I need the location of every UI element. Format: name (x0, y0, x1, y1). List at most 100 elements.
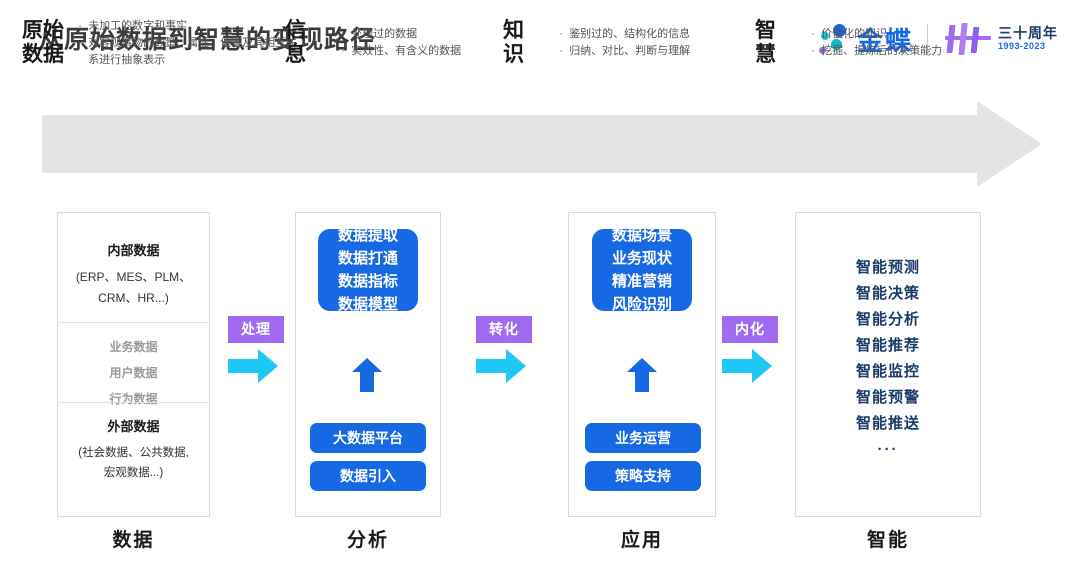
stage-bullets: ·处理过的数据 ·实效性、有含义的数据 (341, 26, 461, 60)
application-box-line: 数据场景 (611, 227, 672, 244)
bullet-dot-icon: · (559, 28, 563, 40)
analysis-main-box: 数据提取 数据打通 数据指标 数据模型 (318, 227, 418, 313)
column-data-content: 内部数据 (ERP、MES、PLM、 CRM、HR...) 业务数据 用户数据 … (57, 212, 210, 517)
stage-name: 知 识 (503, 19, 524, 66)
application-pill-operations: 业务运营 (585, 423, 701, 453)
page-title: 从原始数据到智慧的变现路径 (38, 26, 377, 54)
stage-bullets: ·价值化的知识 ·挖掘、提炼后的决策能力 (811, 26, 942, 60)
application-up-arrow-icon (627, 358, 657, 392)
bullet-item: ·鉴别过的、结构化的信息 (559, 26, 690, 43)
anniv-bar-h-icon (945, 36, 991, 40)
internal-data-sub-line1: (ERP、MES、PLM、 (75, 270, 192, 284)
application-box-line: 精准营销 (611, 273, 672, 290)
analysis-pill-ingest: 数据引入 (310, 461, 426, 491)
analysis-pill-platform: 大数据平台 (310, 423, 426, 453)
brand-divider (927, 24, 928, 54)
anniversary-years: 1993-2023 (998, 41, 1046, 51)
bullet-item: ·未加工的数字和事实 (78, 18, 303, 35)
internal-data-heading: 内部数据 (107, 243, 160, 258)
bullet-dot-icon: · (78, 19, 82, 32)
intelligence-capability-list: 智能预测 智能决策 智能分析 智能推荐 智能监控 智能预警 智能推送 ··· (795, 255, 981, 463)
bullet-dot-icon: · (811, 45, 815, 57)
stage-name: 智 慧 (755, 19, 776, 66)
analysis-box-line: 数据指标 (337, 273, 398, 290)
intelligence-ellipsis: ··· (877, 441, 899, 458)
banner-stage-raw-data: 原始 数据 ·未加工的数字和事实 ·对客观事物的数量、属性、位置及其相互关系进行… (22, 14, 303, 72)
anniversary-mark-icon (942, 22, 994, 56)
kingdee-dots-icon (817, 22, 853, 56)
data-type-item: 用户数据 (109, 366, 158, 380)
dot-teal-icon (830, 39, 842, 50)
external-data-heading: 外部数据 (107, 419, 160, 434)
bullet-dot-icon: · (559, 45, 563, 57)
connector-process: 处理 (228, 316, 284, 383)
bullet-item: ·实效性、有含义的数据 (341, 43, 461, 60)
anniversary-badge: 三十周年 1993-2023 (942, 22, 1058, 56)
application-pill-strategy: 策略支持 (585, 461, 701, 491)
footer-label-intelligence: 智能 (866, 530, 909, 551)
bullet-item: ·价值化的知识 (811, 26, 942, 43)
external-data-sub-line1: (社会数据、公共数据, (78, 447, 189, 459)
internal-data-sub-line2: CRM、HR...) (98, 291, 169, 305)
card-divider (57, 322, 210, 323)
intelligence-item: 智能预警 (855, 389, 920, 406)
intelligence-item: 智能决策 (855, 285, 920, 302)
data-type-list: 业务数据 用户数据 行为数据 (57, 334, 210, 412)
connector-transform: 转化 (476, 316, 532, 383)
external-data-block: 外部数据 (社会数据、公共数据, 宏观数据...) (57, 416, 210, 483)
column-card-data (57, 212, 210, 517)
connector-label: 内化 (722, 316, 778, 343)
bullet-dot-icon: · (811, 28, 815, 40)
application-box-line: 风险识别 (611, 296, 672, 313)
application-main-box: 数据场景 业务现状 精准营销 风险识别 (592, 227, 692, 313)
intelligence-item: 智能预测 (855, 259, 920, 276)
anniversary-title: 三十周年 (998, 25, 1058, 41)
right-arrow-icon (476, 349, 532, 383)
external-data-sub-line2: 宏观数据...) (103, 467, 164, 479)
connector-internalize: 内化 (722, 316, 778, 383)
stage-bullets: ·未加工的数字和事实 ·对客观事物的数量、属性、位置及其相互关系进行抽象表示 (78, 18, 303, 69)
page-header: 从原始数据到智慧的变现路径 金蝶 三十周年 1993-2023 (0, 0, 1080, 78)
bullet-dot-icon: · (341, 28, 345, 40)
internal-data-block: 内部数据 (ERP、MES、PLM、 CRM、HR...) (57, 240, 210, 309)
stage-bullets: ·鉴别过的、结构化的信息 ·归纳、对比、判断与理解 (559, 26, 690, 60)
dot-cyan-icon (820, 32, 829, 40)
right-arrow-icon (722, 349, 778, 383)
data-type-item: 业务数据 (109, 340, 158, 354)
footer-label-analysis: 分析 (346, 530, 389, 551)
stage-name: 信 息 (285, 19, 306, 66)
banner-stage-information: 信 息 ·处理过的数据 ·实效性、有含义的数据 (285, 14, 461, 72)
intelligence-item: 智能分析 (855, 311, 920, 328)
right-arrow-icon (228, 349, 284, 383)
bullet-dot-icon: · (341, 45, 345, 57)
bullet-item: ·对客观事物的数量、属性、位置及其相互关系进行抽象表示 (78, 36, 298, 66)
bullet-item: ·挖掘、提炼后的决策能力 (811, 43, 942, 60)
anniv-bar-3-icon (970, 27, 980, 53)
connector-label: 处理 (228, 316, 284, 343)
analysis-box-line: 数据提取 (337, 227, 398, 244)
footer-label-data: 数据 (112, 530, 155, 551)
dot-blue-icon (832, 24, 846, 37)
dikw-banner (42, 101, 1042, 187)
dot-purple-icon (818, 47, 826, 54)
analysis-box-line: 数据打通 (337, 250, 398, 267)
column-card-intelligence (795, 212, 981, 517)
card-divider (57, 402, 210, 403)
anniversary-text: 三十周年 1993-2023 (998, 26, 1058, 52)
intelligence-item: 智能推送 (855, 415, 920, 432)
bullet-item: ·归纳、对比、判断与理解 (559, 43, 690, 60)
banner-stage-knowledge: 知 识 ·鉴别过的、结构化的信息 ·归纳、对比、判断与理解 (503, 14, 690, 72)
banner-stage-wisdom: 智 慧 ·价值化的知识 ·挖掘、提炼后的决策能力 (755, 14, 942, 72)
footer-label-application: 应用 (620, 530, 663, 551)
intelligence-item: 智能监控 (855, 363, 920, 380)
brand-logo: 金蝶 三十周年 1993-2023 (817, 18, 1058, 60)
connector-label: 转化 (476, 316, 532, 343)
bullet-item: ·处理过的数据 (341, 26, 461, 43)
stage-name: 原始 数据 (22, 19, 64, 66)
bullet-dot-icon: · (78, 36, 82, 49)
analysis-up-arrow-icon (352, 358, 382, 392)
brand-name: 金蝶 (856, 26, 913, 57)
data-type-item: 行为数据 (109, 392, 158, 406)
application-box-line: 业务现状 (611, 250, 672, 267)
intelligence-item: 智能推荐 (855, 337, 920, 354)
